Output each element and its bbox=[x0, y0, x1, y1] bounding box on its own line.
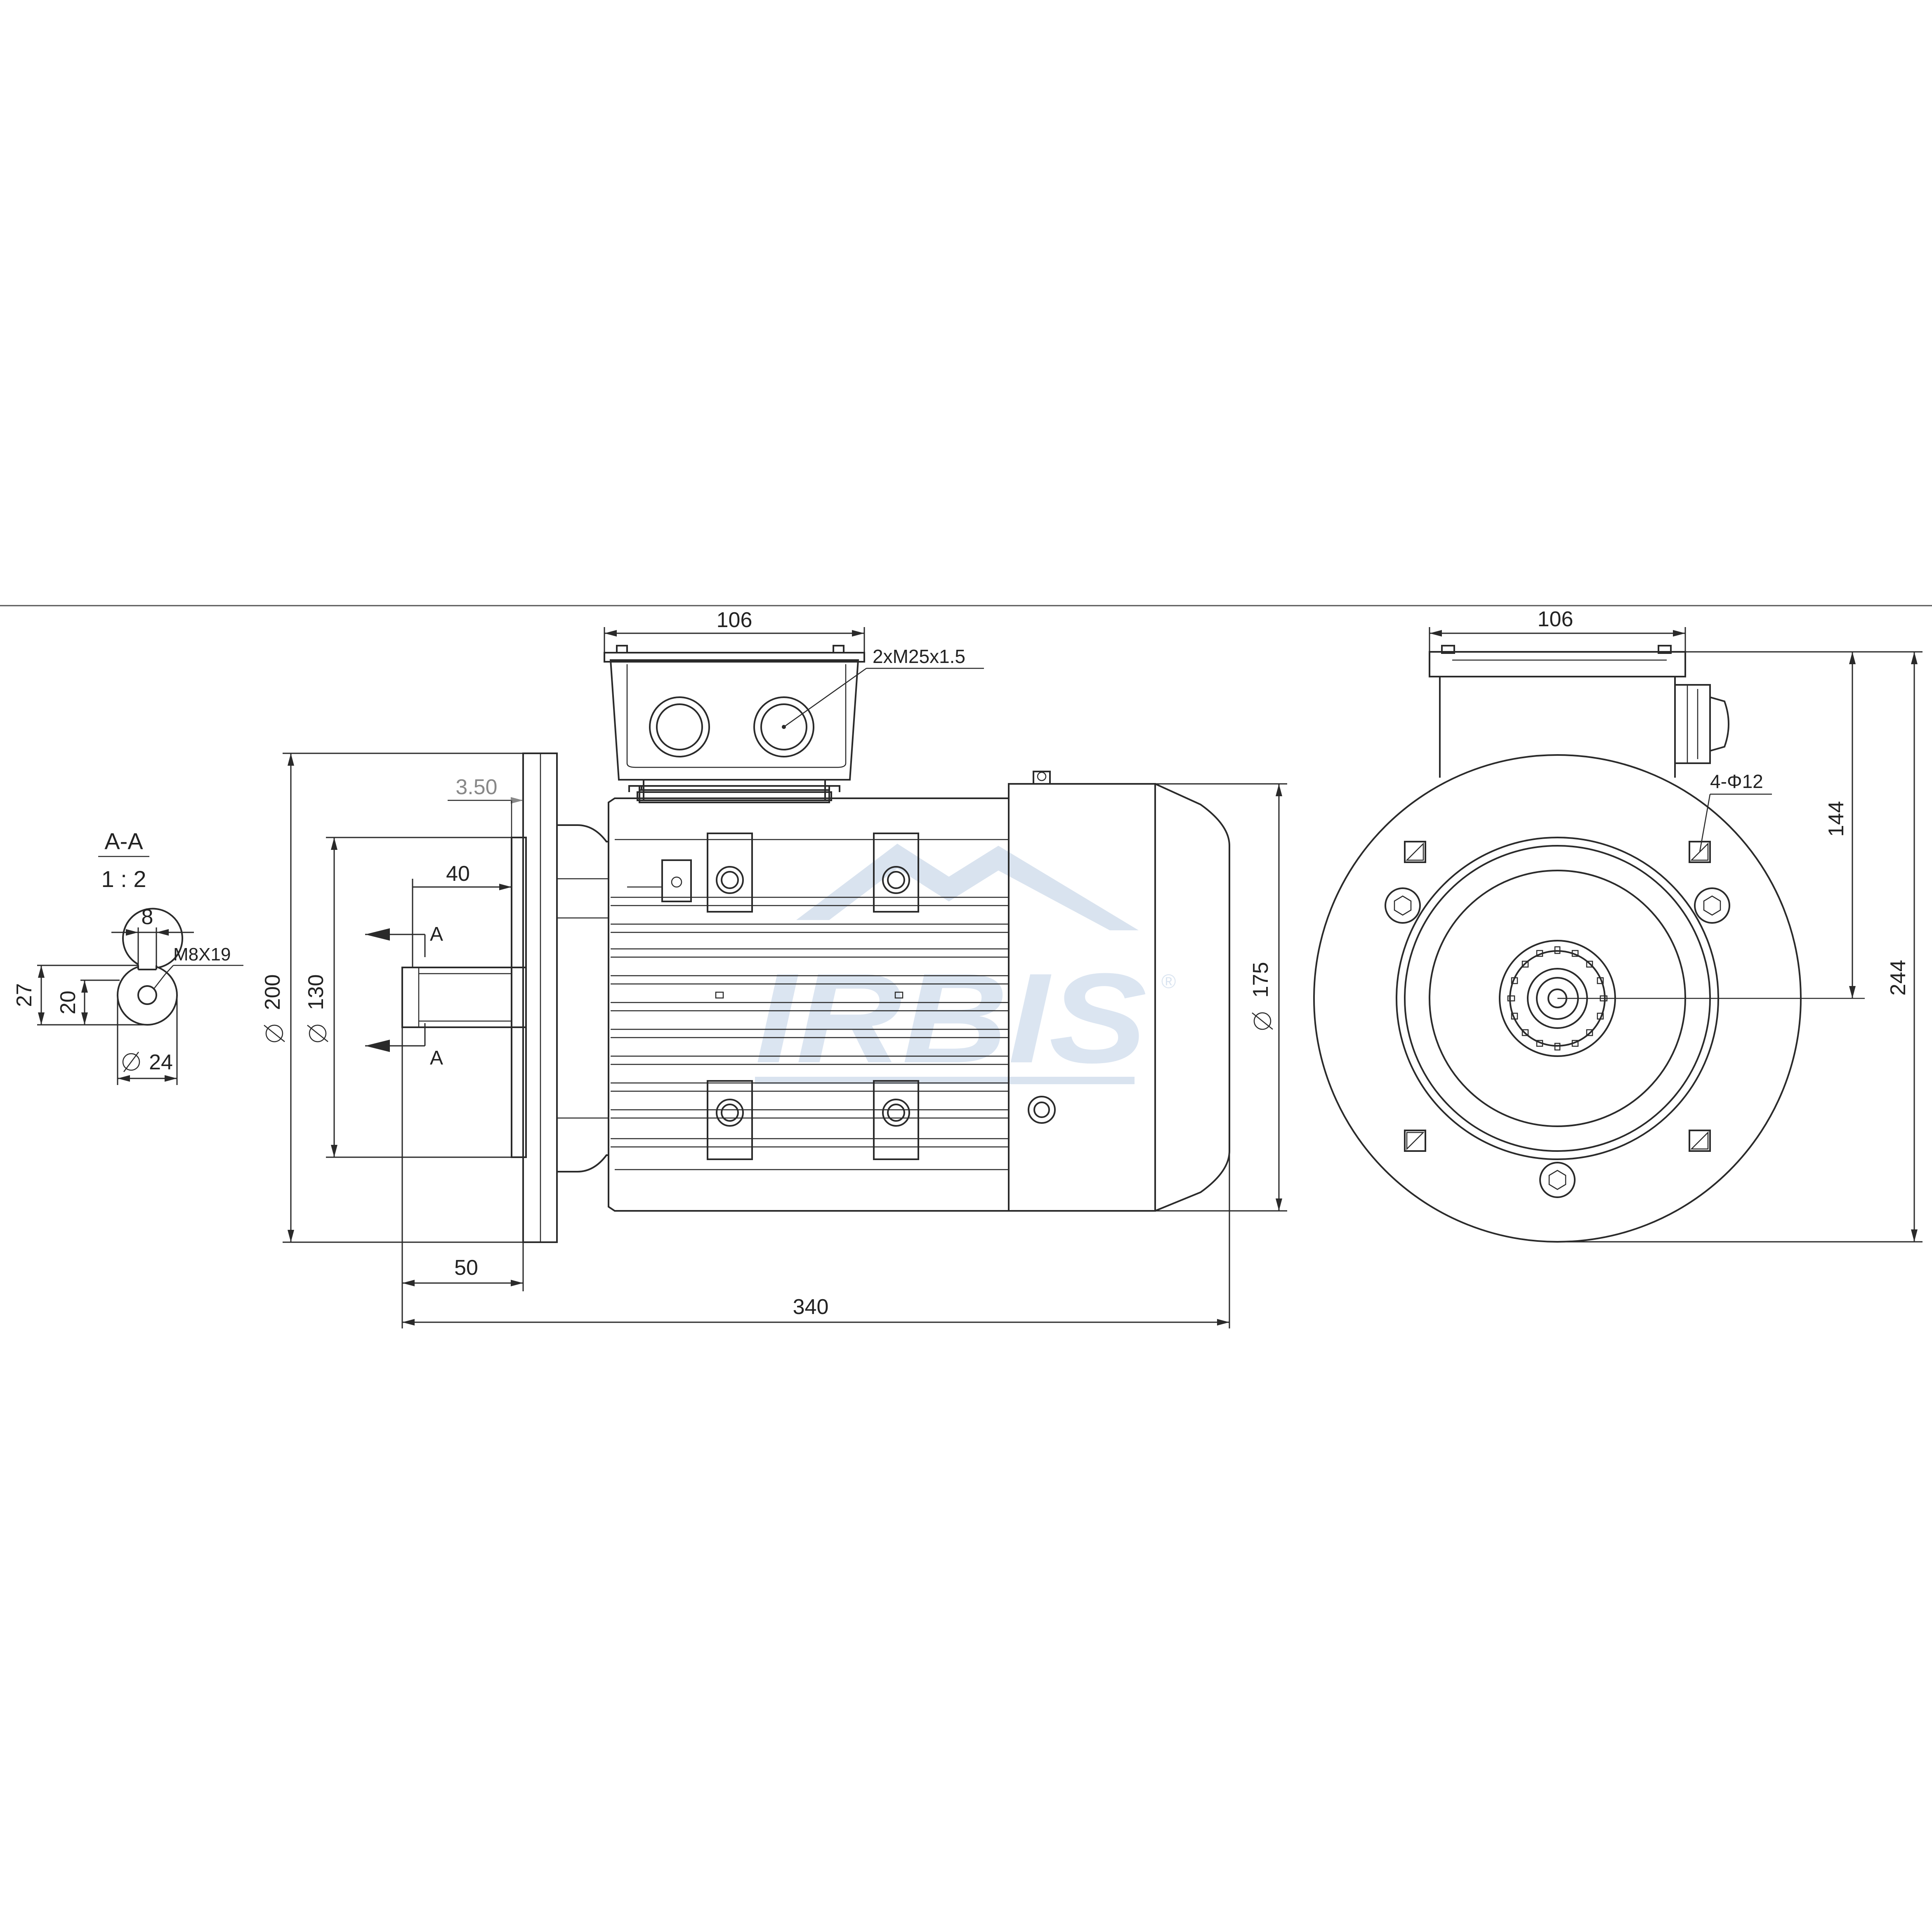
end-view: 106 4-Φ12 144 244 bbox=[1313, 607, 1923, 1243]
side-box-width-label: 106 bbox=[717, 608, 753, 632]
axis-height-label: 144 bbox=[1824, 801, 1848, 837]
shaft bbox=[401, 967, 527, 1028]
cable-gland-left bbox=[649, 696, 710, 757]
section-a-a: A-A 1 : 2 8 M8X19 27 20 bbox=[12, 828, 243, 1085]
side-view: 106 2xM25x1.5 3.50 40 A A 200 bbox=[261, 608, 1287, 1328]
section-mark-bottom: A bbox=[430, 1047, 443, 1069]
holes-label: 4-Φ12 bbox=[1710, 771, 1763, 792]
flange-holes bbox=[1385, 841, 1730, 1198]
thread-label: M8X19 bbox=[173, 944, 231, 965]
key-width-label: 8 bbox=[142, 905, 153, 929]
watermark-registered: ® bbox=[1161, 971, 1176, 993]
height-20-label: 20 bbox=[56, 991, 80, 1014]
total-height-label: 244 bbox=[1886, 960, 1910, 996]
flange-spigot bbox=[511, 837, 527, 1158]
bearing-balls bbox=[1507, 946, 1608, 1051]
side-cable-gland bbox=[1674, 684, 1711, 764]
end-box-width-label: 106 bbox=[1538, 607, 1573, 631]
cable-gland-label: 2xM25x1.5 bbox=[873, 646, 965, 667]
section-title: A-A bbox=[104, 828, 143, 854]
shaft-length-label: 50 bbox=[454, 1256, 478, 1280]
motor-diameter-label: 175 bbox=[1249, 962, 1273, 998]
terminal-box bbox=[604, 645, 865, 803]
section-scale: 1 : 2 bbox=[101, 866, 146, 892]
shaft-section-circle bbox=[122, 908, 184, 968]
cooling-fins bbox=[611, 896, 1009, 1148]
total-length-label: 340 bbox=[793, 1295, 829, 1319]
flange-thickness-label: 3.50 bbox=[455, 775, 497, 799]
cable-gland-right bbox=[753, 696, 814, 757]
center-thread-hole bbox=[137, 985, 157, 1005]
flange-diameter-label: 200 bbox=[261, 974, 285, 1010]
spigot-diameter-label: 130 bbox=[304, 974, 328, 1010]
section-mark-top: A bbox=[430, 923, 443, 945]
diameter-24-label: 24 bbox=[149, 1050, 173, 1074]
bottom-bosses bbox=[707, 1080, 919, 1160]
top-bosses bbox=[627, 833, 919, 913]
irbis-watermark: IRBIS ® bbox=[755, 844, 1176, 1090]
key-length-label: 40 bbox=[446, 862, 470, 886]
height-27-label: 27 bbox=[12, 983, 36, 1007]
watermark-text: IRBIS bbox=[755, 946, 1148, 1090]
